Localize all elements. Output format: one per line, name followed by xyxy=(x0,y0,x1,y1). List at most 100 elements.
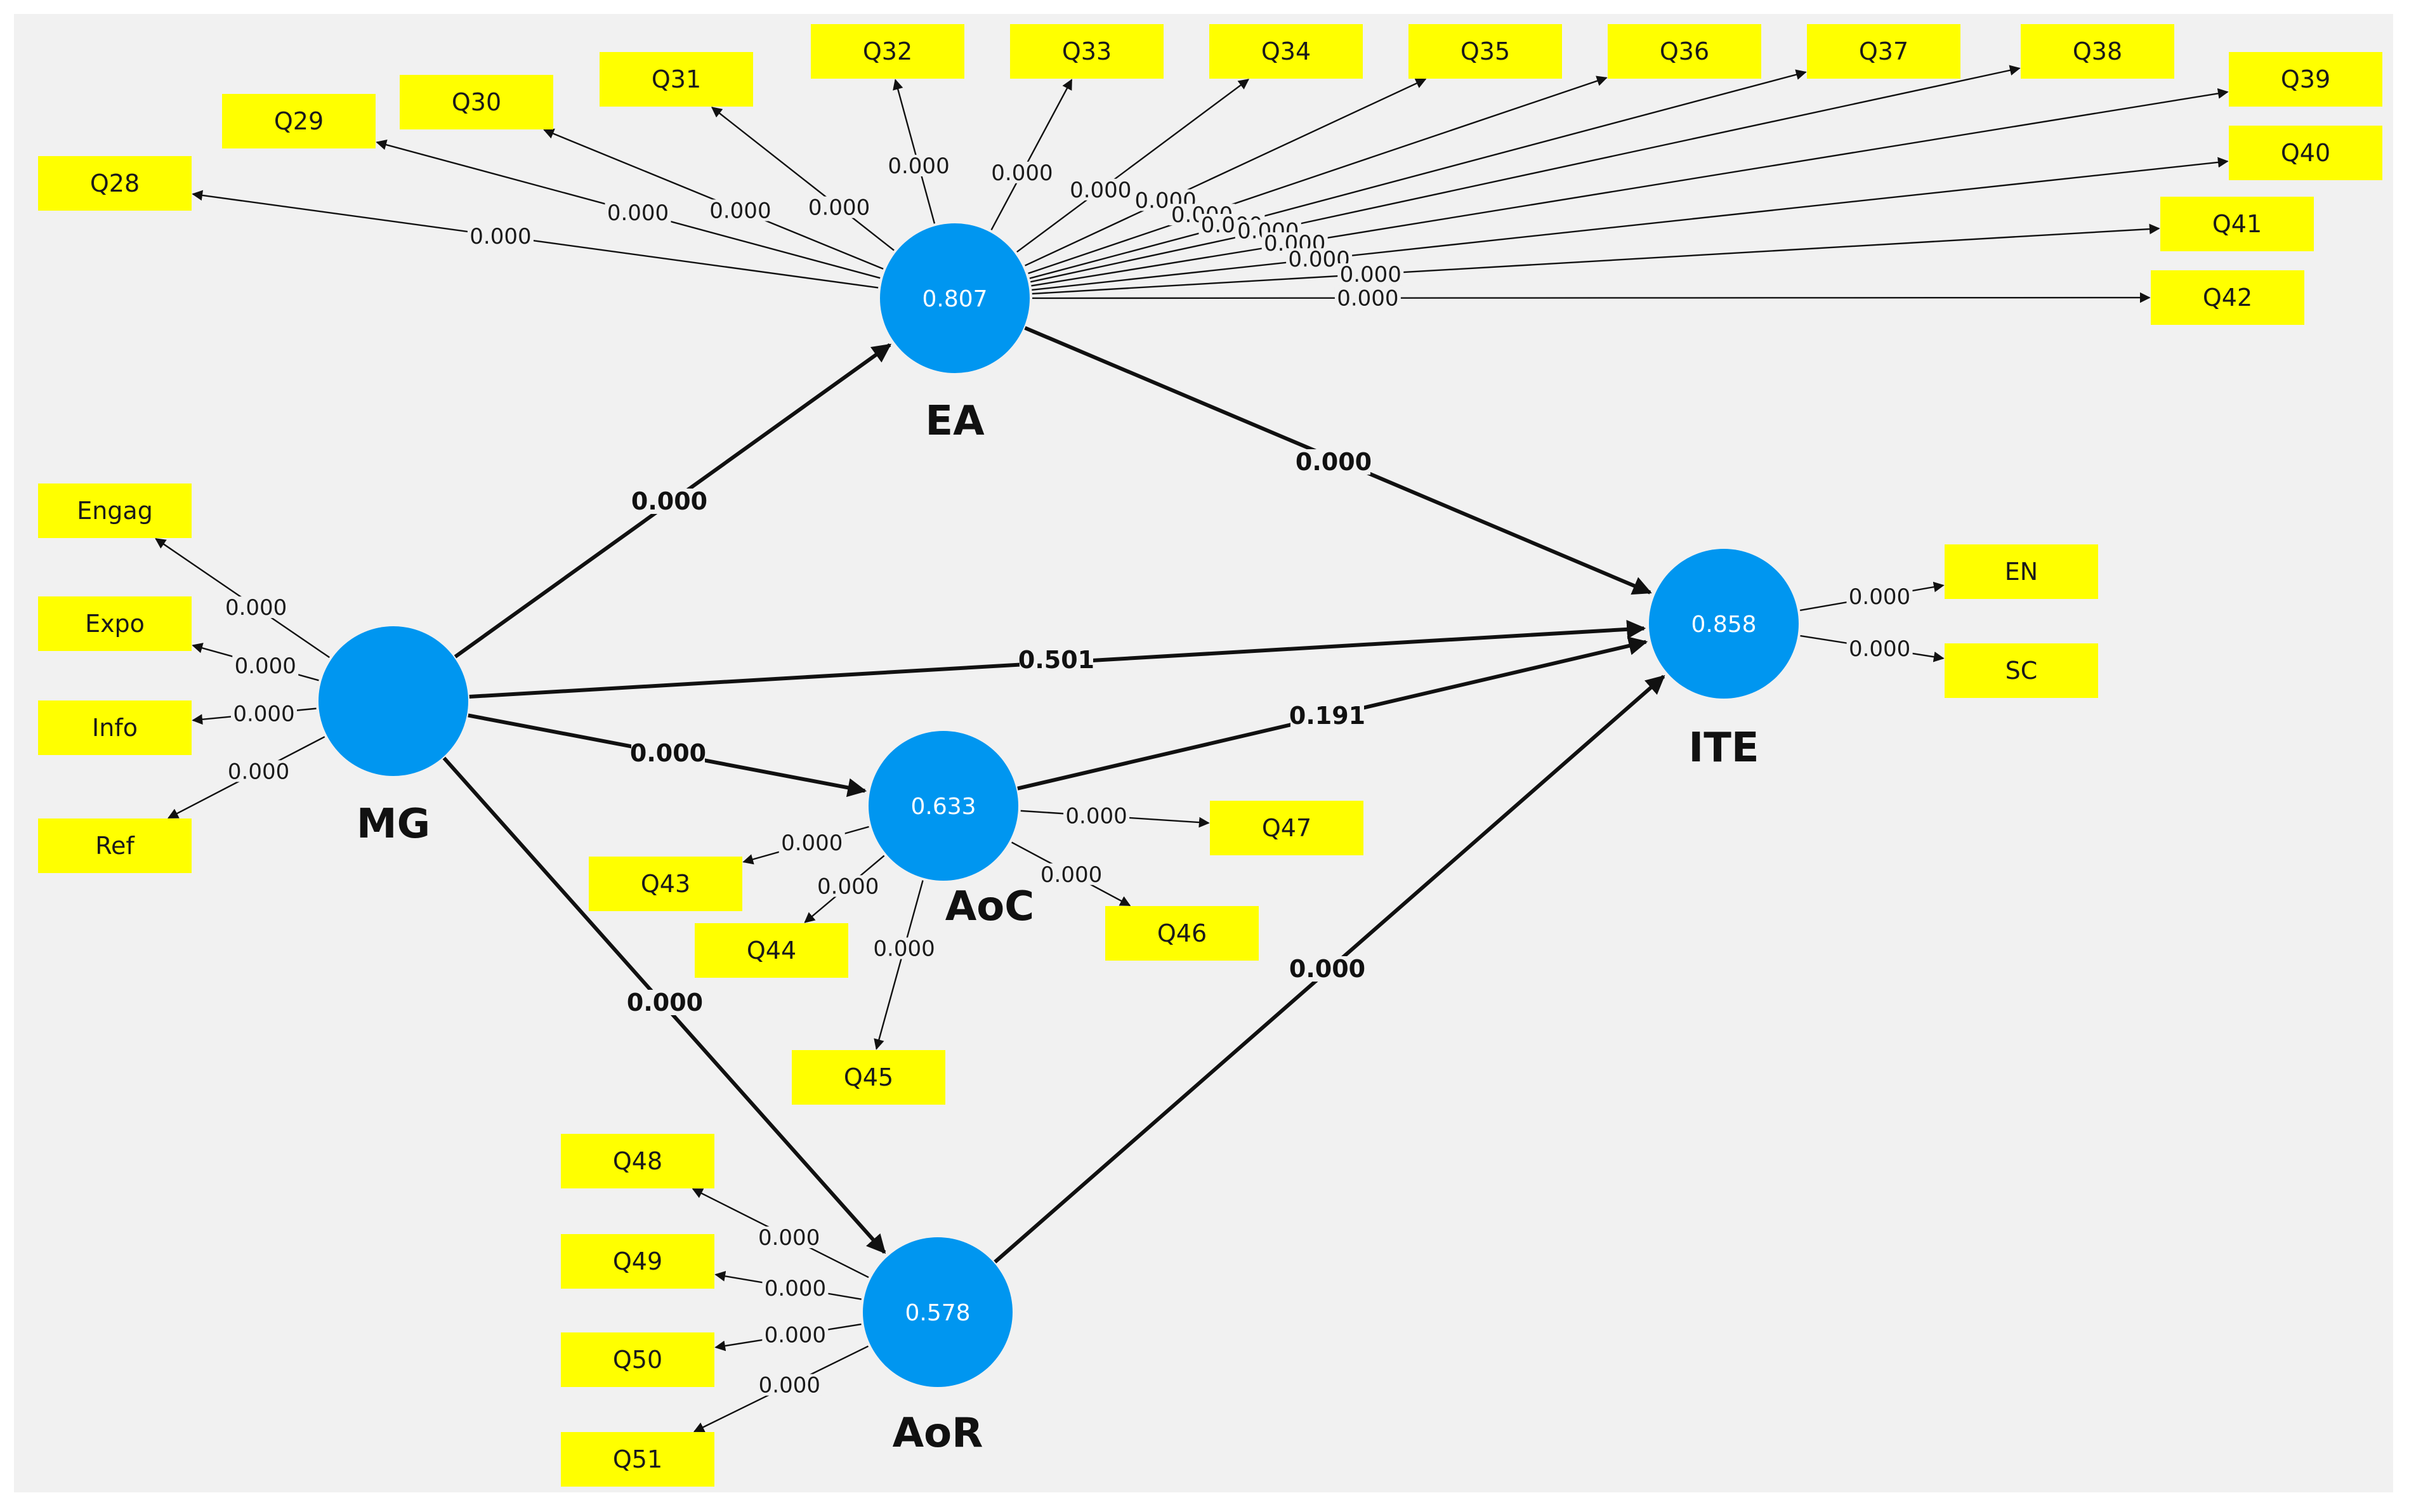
indicator-label-q47: Q47 xyxy=(1262,814,1311,842)
indicator-box-q41 xyxy=(2160,197,2314,251)
indicator-label-q51: Q51 xyxy=(613,1445,662,1473)
loading-value-expo: 0.000 xyxy=(235,654,296,679)
loading-label-bg-q43 xyxy=(778,832,845,854)
path-label-bg-ea-ite xyxy=(1297,449,1370,475)
loading-arrow-q33 xyxy=(990,79,1073,230)
latent-circle-aor xyxy=(863,1237,1013,1387)
r-squared-aoc: 0.633 xyxy=(910,794,976,820)
loading-value-q51: 0.000 xyxy=(759,1373,820,1398)
loading-value-sc: 0.000 xyxy=(1849,636,1910,662)
loading-arrow-q31 xyxy=(711,107,895,251)
indicator-box-q51 xyxy=(561,1432,714,1487)
latent-circle-ea xyxy=(880,223,1030,373)
loading-label-bg-q48 xyxy=(756,1226,822,1249)
loading-label-bg-q49 xyxy=(762,1277,829,1299)
path-label-bg-aoc-ite xyxy=(1290,703,1364,728)
loading-value-q34: 0.000 xyxy=(1070,178,1131,203)
indicator-box-q49 xyxy=(561,1234,714,1289)
indicator-box-q50 xyxy=(561,1332,714,1387)
indicator-label-info: Info xyxy=(92,714,138,742)
indicator-label-q41: Q41 xyxy=(2212,210,2262,238)
loading-arrow-q37 xyxy=(1029,69,1807,279)
indicator-box-q28 xyxy=(38,156,192,211)
loading-arrow-q41 xyxy=(1032,223,2160,295)
indicator-box-q38 xyxy=(2021,24,2174,79)
loading-label-bg-q32 xyxy=(886,154,952,176)
loading-label-bg-q31 xyxy=(806,196,872,218)
indicator-label-q28: Q28 xyxy=(90,169,140,197)
loading-label-bg-q51 xyxy=(756,1374,823,1396)
indicator-label-q43: Q43 xyxy=(641,870,690,898)
loading-value-q43: 0.000 xyxy=(781,831,843,856)
indicator-label-q36: Q36 xyxy=(1660,37,1709,65)
indicator-label-q30: Q30 xyxy=(452,88,501,116)
indicator-box-q32 xyxy=(811,24,964,79)
indicator-box-engag xyxy=(38,483,192,538)
loading-label-bg-expo xyxy=(232,654,299,676)
indicator-label-q40: Q40 xyxy=(2281,139,2330,167)
path-value-mg-aoc: 0.000 xyxy=(630,739,706,767)
loading-value-q41: 0.000 xyxy=(1340,262,1401,287)
indicator-box-q36 xyxy=(1608,24,1761,79)
indicator-box-q39 xyxy=(2229,52,2382,107)
loading-value-q45: 0.000 xyxy=(873,937,935,962)
indicator-label-q32: Q32 xyxy=(863,37,912,65)
loading-label-bg-q29 xyxy=(605,202,671,224)
indicator-box-q47 xyxy=(1210,801,1363,855)
loading-arrow-q28 xyxy=(192,190,879,289)
latent-name-mg: MG xyxy=(357,801,430,848)
indicator-box-q43 xyxy=(589,857,742,911)
latent-name-aoc: AoC xyxy=(945,883,1034,930)
loading-label-bg-q46 xyxy=(1038,863,1105,885)
indicator-label-q39: Q39 xyxy=(2281,65,2330,93)
loading-label-bg-q30 xyxy=(707,199,773,221)
loading-value-q47: 0.000 xyxy=(1065,804,1127,829)
latent-name-ea: EA xyxy=(925,398,985,445)
path-value-mg-aor: 0.000 xyxy=(627,989,703,1016)
indicator-label-q46: Q46 xyxy=(1157,919,1207,947)
loading-label-bg-q42 xyxy=(1334,287,1401,309)
loading-arrow-q30 xyxy=(543,128,884,270)
loading-label-bg-info xyxy=(231,702,298,725)
indicator-box-q40 xyxy=(2229,126,2382,180)
r-squared-ea: 0.807 xyxy=(922,286,987,312)
indicator-box-q31 xyxy=(600,52,753,107)
indicator-label-q42: Q42 xyxy=(2203,284,2252,312)
indicator-box-q46 xyxy=(1105,906,1259,961)
indicator-box-info xyxy=(38,700,192,755)
loading-arrow-q34 xyxy=(1016,79,1250,253)
path-value-aoc-ite: 0.191 xyxy=(1289,702,1365,730)
indicator-label-q29: Q29 xyxy=(274,107,324,135)
loading-label-bg-q34 xyxy=(1067,178,1134,201)
indicator-box-q44 xyxy=(695,923,848,978)
loading-label-bg-q47 xyxy=(1063,805,1130,827)
indicator-label-q49: Q49 xyxy=(613,1247,662,1275)
indicator-label-ref: Ref xyxy=(95,832,135,860)
loading-value-q44: 0.000 xyxy=(817,874,879,899)
r-squared-ite: 0.858 xyxy=(1691,612,1756,638)
indicator-label-q48: Q48 xyxy=(613,1147,662,1175)
loading-value-ref: 0.000 xyxy=(228,759,289,784)
loading-value-q49: 0.000 xyxy=(765,1276,826,1301)
loading-value-q32: 0.000 xyxy=(888,154,949,179)
indicator-box-q42 xyxy=(2151,270,2304,325)
path-value-mg-ite: 0.501 xyxy=(1018,646,1094,674)
indicator-label-q37: Q37 xyxy=(1859,37,1908,65)
path-label-bg-aor-ite xyxy=(1290,956,1364,982)
indicator-label-engag: Engag xyxy=(77,497,153,525)
loading-value-q31: 0.000 xyxy=(808,195,870,221)
indicator-box-q30 xyxy=(400,75,553,129)
indicator-box-q35 xyxy=(1408,24,1562,79)
indicator-label-sc: SC xyxy=(2005,657,2038,685)
loading-arrow-q38 xyxy=(1030,65,2021,283)
loading-label-bg-ref xyxy=(225,760,292,782)
loading-label-bg-sc xyxy=(1846,637,1913,659)
indicator-box-expo xyxy=(38,596,192,651)
indicator-label-q31: Q31 xyxy=(652,65,701,93)
loading-value-engag: 0.000 xyxy=(225,595,287,621)
latent-circle-aoc xyxy=(869,731,1018,881)
indicator-label-en: EN xyxy=(2005,558,2038,586)
loading-value-q33: 0.000 xyxy=(991,161,1053,186)
